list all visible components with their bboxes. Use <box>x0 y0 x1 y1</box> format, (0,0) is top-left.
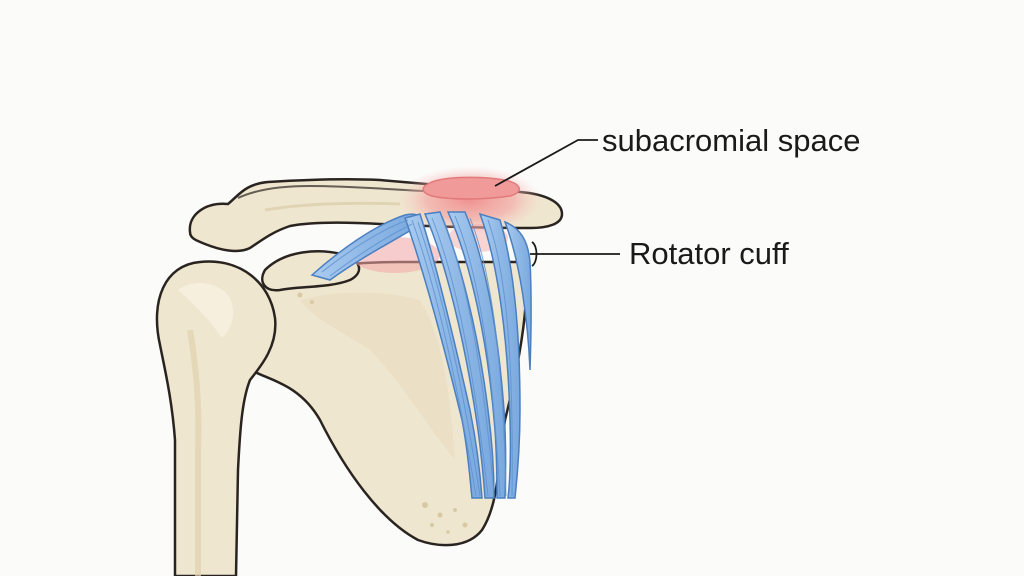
label-subacromial-space: subacromial space <box>602 123 861 158</box>
humerus-bone <box>155 260 277 576</box>
leader-line-subacromial <box>494 139 598 187</box>
tendon-fibers <box>321 215 513 497</box>
rotator-bracket <box>531 241 538 267</box>
scapula-bone <box>249 260 528 547</box>
rotator-cuff-tendons <box>310 211 532 499</box>
label-rotator-cuff: Rotator cuff <box>629 236 789 271</box>
bone-texture <box>297 292 468 534</box>
